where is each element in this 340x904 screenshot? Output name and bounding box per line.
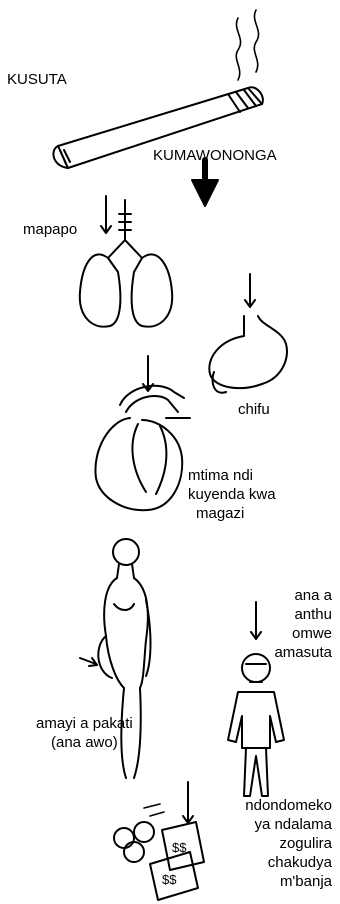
children-label-line: ana a <box>274 586 332 605</box>
children-label-line: amasuta <box>274 643 332 662</box>
pregnant-label-line: amayi a pakati <box>36 714 133 733</box>
money-label-line: ndondomeko <box>245 796 332 815</box>
heart-label-line: magazi <box>188 504 276 523</box>
money-label: ndondomeko ya ndalama zogulira chakudya … <box>245 796 332 891</box>
smoking-label: KUSUTA <box>7 70 67 89</box>
stomach-icon <box>209 316 287 393</box>
money-label-line: ya ndalama <box>245 815 332 834</box>
lungs-label: mapapo <box>23 220 77 239</box>
child-icon <box>228 654 284 796</box>
pregnant-pointer-arrow-icon <box>80 658 97 666</box>
down-arrow-icon <box>192 160 218 206</box>
money-label-line: m'banja <box>245 872 332 891</box>
heart-icon <box>95 386 190 510</box>
money-label-line: chakudya <box>245 853 332 872</box>
svg-text:$$: $$ <box>172 840 187 855</box>
children-label-line: omwe <box>274 624 332 643</box>
damages-label: KUMAWONONGA <box>153 146 277 165</box>
heart-pointer-arrow-icon <box>143 356 153 391</box>
pregnant-label-line: (ana awo) <box>36 733 133 752</box>
heart-label-line: mtima ndi <box>188 466 276 485</box>
money-label-line: zogulira <box>245 834 332 853</box>
lungs-icon <box>80 200 172 327</box>
svg-text:$$: $$ <box>162 872 177 887</box>
children-label-line: anthu <box>274 605 332 624</box>
stomach-pointer-arrow-icon <box>245 274 255 307</box>
lungs-pointer-arrow-icon <box>101 196 111 233</box>
pregnant-label: amayi a pakati (ana awo) <box>36 714 133 752</box>
money-pointer-arrow-icon <box>183 782 193 823</box>
heart-label: mtima ndi kuyenda kwa magazi <box>188 466 276 523</box>
heart-label-line: kuyenda kwa <box>188 485 276 504</box>
children-label: ana a anthu omwe amasuta <box>274 586 332 662</box>
smoke-icon <box>236 10 258 80</box>
stomach-label: chifu <box>238 400 270 419</box>
child-pointer-arrow-icon <box>251 602 261 639</box>
